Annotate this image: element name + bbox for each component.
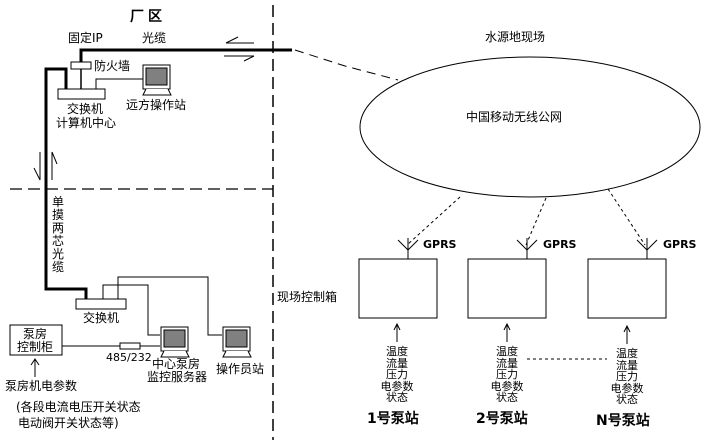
plant-area-title: 厂区 bbox=[130, 9, 166, 25]
antenna-icon-n bbox=[636, 238, 658, 259]
remote-station-label: 远方操作站 bbox=[126, 98, 187, 112]
vertical-bidirectional-arrow-icon bbox=[33, 151, 58, 181]
serial-interface-box bbox=[119, 342, 141, 350]
param-item: 电参数 bbox=[380, 379, 414, 393]
station-params-n: 温度 流量 压力 电参数 状态 bbox=[607, 348, 647, 406]
firewall-box bbox=[70, 61, 92, 70]
pump-params-note-1: (各段电流电压开关状态 bbox=[16, 400, 141, 414]
param-item: 状态 bbox=[616, 393, 638, 406]
station-name-n: N号泵站 bbox=[596, 413, 650, 429]
server-label-2: 监控服务器 bbox=[147, 370, 208, 384]
field-title: 水源地现场 bbox=[485, 30, 546, 44]
up-arrow-icon bbox=[30, 358, 40, 366]
control-box-2 bbox=[467, 258, 547, 319]
control-cabinet-box bbox=[9, 324, 63, 356]
antenna-icon-1 bbox=[397, 238, 419, 259]
monitor-icon-server bbox=[160, 326, 190, 358]
wireless-network-ellipse bbox=[359, 56, 701, 198]
param-item: 温度 bbox=[616, 347, 638, 360]
gprs-link-n bbox=[607, 188, 646, 246]
gprs-label-2: GPRS bbox=[543, 238, 577, 251]
param-item: 电参数 bbox=[490, 379, 524, 393]
station-name-2: 2号泵站 bbox=[476, 411, 528, 427]
station-name-1: 1号泵站 bbox=[367, 411, 419, 427]
param-item: 流量 bbox=[496, 356, 518, 370]
up-arrow-icon-n bbox=[623, 324, 631, 333]
network-link-dashed bbox=[294, 49, 399, 81]
param-item: 流量 bbox=[386, 356, 408, 370]
gprs-label-1: GPRS bbox=[423, 238, 457, 251]
param-item: 压力 bbox=[496, 368, 518, 381]
param-item: 状态 bbox=[496, 391, 518, 404]
pump-params-note-2: 电动阀开关状态等) bbox=[18, 416, 119, 430]
switch-label-bottom: 交换机 bbox=[83, 311, 120, 325]
bidirectional-arrow-icon bbox=[224, 36, 255, 62]
fiber-label: 光缆 bbox=[142, 31, 167, 45]
control-box-n bbox=[587, 258, 667, 319]
gprs-label-n: GPRS bbox=[663, 238, 697, 251]
operator-station-label: 操作员站 bbox=[216, 362, 265, 376]
interface-label: 485/232 bbox=[106, 351, 152, 364]
control-box-1 bbox=[358, 258, 438, 319]
antenna-icon-2 bbox=[516, 238, 538, 259]
switch-label-top: 交换机 bbox=[67, 102, 104, 116]
switch-box-bottom bbox=[75, 298, 127, 310]
computer-center-label: 计算机中心 bbox=[56, 116, 117, 130]
network-label: 中国移动无线公网 bbox=[466, 110, 563, 124]
station-params-2: 温度 流量 压力 电参数 状态 bbox=[487, 346, 527, 404]
monitor-icon-operator bbox=[222, 326, 252, 358]
control-cabinet-label-1: 泵房 bbox=[23, 327, 48, 341]
param-item: 温度 bbox=[496, 345, 518, 358]
single-mode-fiber-label: 单摸两芯光缆 bbox=[51, 195, 64, 274]
param-item: 压力 bbox=[616, 370, 638, 383]
firewall-label: 防火墙 bbox=[94, 59, 131, 73]
param-item: 状态 bbox=[386, 391, 408, 404]
switch-box-top bbox=[57, 88, 106, 100]
server-label-1: 中心泵房 bbox=[152, 357, 201, 371]
up-arrow-icon-2 bbox=[503, 322, 511, 331]
monitor-icon-remote bbox=[142, 64, 172, 96]
param-item: 流量 bbox=[616, 358, 638, 372]
up-arrow-icon-1 bbox=[393, 322, 401, 331]
param-item: 温度 bbox=[386, 345, 408, 358]
control-box-label: 现场控制箱 bbox=[277, 290, 338, 304]
param-item: 压力 bbox=[386, 368, 408, 381]
control-cabinet-label-2: 控制柜 bbox=[17, 340, 54, 354]
pump-params-label: 泵房机电参数 bbox=[5, 379, 78, 393]
station-params-1: 温度 流量 压力 电参数 状态 bbox=[377, 346, 417, 404]
gprs-link-2 bbox=[525, 197, 547, 246]
param-item: 电参数 bbox=[610, 381, 644, 395]
fixed-ip-label: 固定IP bbox=[68, 31, 103, 45]
fiber-cable-line bbox=[79, 48, 292, 62]
single-mode-fiber-line bbox=[44, 67, 88, 299]
